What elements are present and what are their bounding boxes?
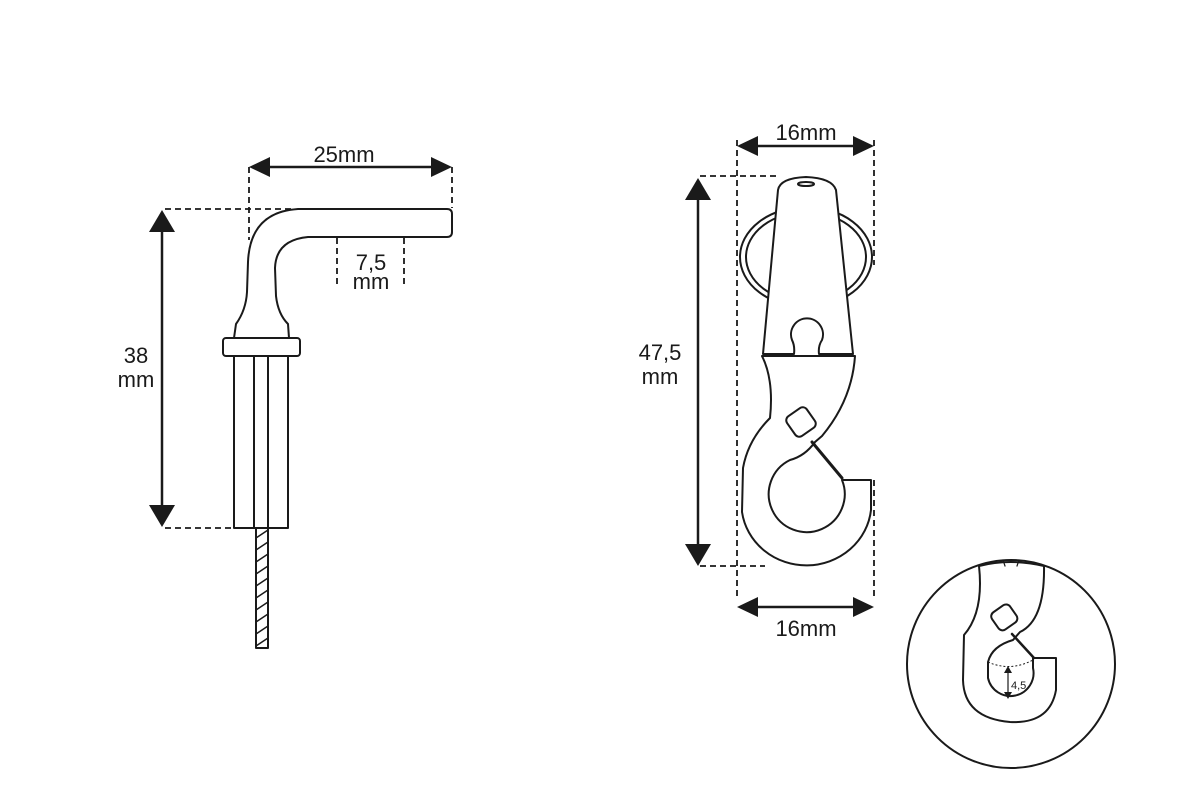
bottom-width-dimension-arrow <box>737 597 874 617</box>
thickness-label-unit: mm <box>353 269 390 294</box>
collar <box>222 337 301 357</box>
height-label-value: 47,5 <box>639 340 682 365</box>
width-dimension-arrow <box>249 157 452 177</box>
snap-hook-drawing: 16mm 16mm 47,5 mm <box>639 120 875 641</box>
dimension-guides <box>165 167 453 529</box>
latch-block <box>785 406 817 438</box>
opening-dimension-arrow <box>1004 666 1012 699</box>
thickness-label-value: 7,5 <box>356 250 387 275</box>
hook-pin-rod <box>233 208 453 339</box>
height-label-value: 38 <box>124 343 148 368</box>
latch-wire <box>810 440 844 480</box>
opening-label: 4,5 <box>1011 680 1026 692</box>
dimension-guides <box>700 140 875 600</box>
bottom-width-label: 16mm <box>775 616 836 641</box>
plug-body <box>233 355 289 529</box>
hook-body <box>741 355 872 567</box>
height-dimension-arrow <box>149 210 175 527</box>
swivel-body <box>762 176 854 355</box>
height-dimension-arrow <box>685 178 711 566</box>
height-label-unit: mm <box>642 364 679 389</box>
height-label-unit: mm <box>118 367 155 392</box>
detail-magnifier: 4,5 <box>906 559 1116 769</box>
top-width-label: 16mm <box>775 120 836 145</box>
threaded-cable <box>255 527 269 649</box>
hook-pin-drawing: 25mm 38 mm 7,5 mm <box>118 142 453 649</box>
top-width-dimension-arrow <box>737 136 874 156</box>
width-label: 25mm <box>313 142 374 167</box>
